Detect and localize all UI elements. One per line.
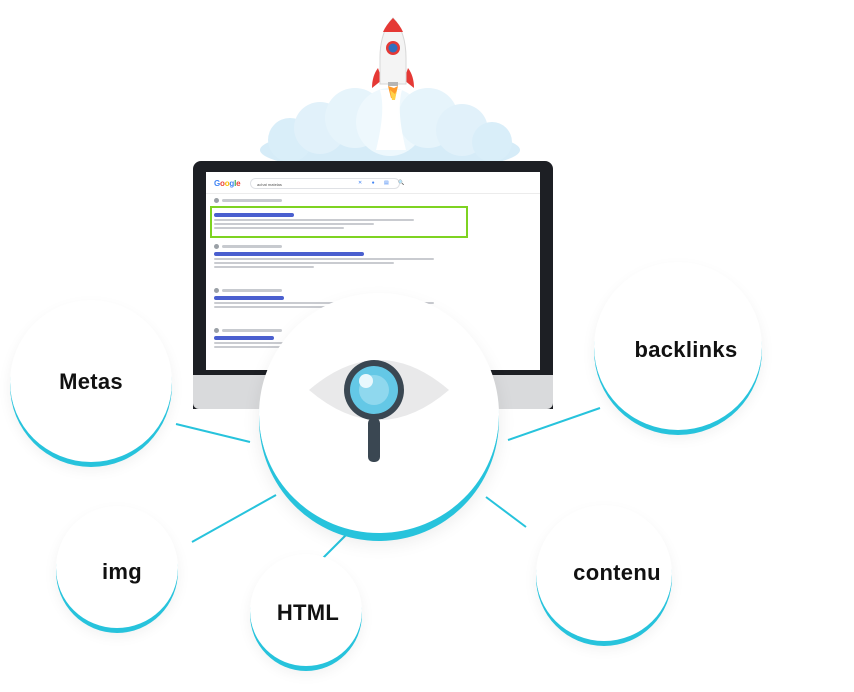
connector-backlinks [507, 407, 601, 441]
rocket-icon [372, 17, 414, 100]
metas-bubble: Metas [10, 300, 172, 464]
backlinks-label: backlinks [634, 337, 738, 362]
connector-contenu [485, 496, 527, 528]
search-input: achat matelas [250, 178, 400, 189]
html-bubble: HTML [250, 554, 362, 668]
connector-html [321, 534, 347, 560]
search-result [214, 244, 464, 268]
search-bar-icons: ✕ ● ▤ 🔍 [358, 180, 409, 186]
cloud-icon [260, 88, 520, 172]
divider [206, 193, 540, 194]
logo-letter: o [220, 179, 225, 188]
center-bubble [259, 293, 499, 536]
img-label: img [101, 559, 142, 584]
logo-letter: o [224, 179, 230, 188]
html-label: HTML [276, 600, 340, 625]
logo-letter: g [229, 179, 235, 188]
backlinks-bubble: backlinks [594, 262, 762, 432]
logo-letter: e [236, 179, 241, 188]
search-result [214, 198, 464, 203]
search-result [214, 288, 464, 308]
metas-label: Metas [59, 369, 123, 394]
rocket-launch-illustration [260, 17, 520, 172]
eye-icon [309, 360, 449, 462]
connector-img [191, 494, 277, 543]
search-result-highlighted [214, 210, 464, 229]
highlight-box [210, 206, 468, 238]
contenu-bubble: contenu [536, 505, 672, 643]
google-logo: Google [214, 179, 241, 188]
logo-letter: l [234, 179, 237, 188]
img-bubble: img [56, 506, 178, 630]
connector-metas [175, 423, 251, 443]
contenu-label: contenu [573, 560, 661, 585]
magnifier-icon [344, 360, 404, 462]
logo-letter: G [214, 179, 221, 188]
